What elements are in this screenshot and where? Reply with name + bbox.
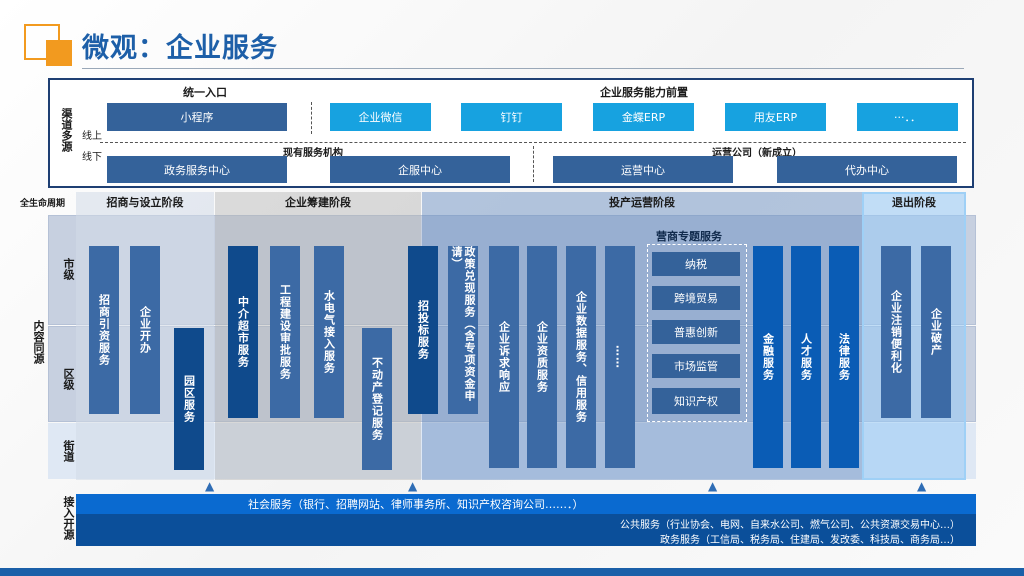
special-services-box — [647, 244, 747, 422]
channel-mini-program[interactable]: 小程序 — [107, 103, 287, 131]
service-intermediary-market[interactable]: 中介超市服务 — [228, 246, 258, 418]
service-enterprise-appeals[interactable]: 企业诉求响应 — [489, 246, 519, 468]
office-enterprise-service-center[interactable]: 企服中心 — [330, 156, 510, 183]
arrow-up-icon: ▲ — [205, 479, 215, 493]
public-gov-services-bar[interactable] — [76, 514, 976, 546]
office-gov-service-center[interactable]: 政务服务中心 — [107, 156, 287, 183]
service-deregistration[interactable]: 企业注销便利化 — [881, 246, 911, 418]
content-same-source-label: 内容同源 — [32, 320, 45, 364]
special-market-supervision[interactable]: 市场监管 — [652, 354, 740, 378]
social-services-text: 社会服务（银行、招聘网站、律师事务所、知识产权咨询公司……．） — [248, 498, 584, 511]
office-operation-center[interactable]: 运营中心 — [553, 156, 733, 183]
lifecycle-label: 全生命周期 — [20, 199, 66, 209]
channel-dingtalk[interactable]: 钉钉 — [461, 103, 562, 131]
arrow-up-icon: ▲ — [917, 479, 927, 493]
special-services-title: 营商专题服务 — [656, 230, 722, 243]
social-services-bar[interactable]: 社会服务（银行、招聘网站、律师事务所、知识产权咨询公司……．） — [76, 494, 976, 514]
title-divider — [82, 68, 964, 69]
service-business-startup[interactable]: 企业开办 — [130, 246, 160, 414]
arrow-up-icon: ▲ — [408, 479, 418, 493]
level-city: 市级 — [62, 258, 75, 280]
divider-dashed — [311, 102, 312, 134]
gov-services-text: 政务服务（工信局、税务局、住建局、发改委、科技局、商务局…） — [660, 535, 960, 546]
divider-dashed-horizontal — [100, 142, 966, 143]
level-street: 街道 — [62, 440, 75, 462]
service-policy-fulfillment[interactable]: 政策兑现服务（含专项资金申请） — [448, 246, 478, 414]
divider-dashed — [533, 146, 534, 182]
service-utilities-access[interactable]: 水电气接入服务 — [314, 246, 344, 418]
capability-front-label: 企业服务能力前置 — [600, 86, 688, 99]
online-label: 线上 — [82, 131, 102, 142]
phase-head-setup: 招商与设立阶段 — [106, 196, 184, 209]
level-district: 区级 — [62, 368, 75, 390]
office-agency-center[interactable]: 代办中心 — [777, 156, 957, 183]
arrow-up-icon: ▲ — [708, 479, 718, 493]
bottom-strip — [0, 568, 1024, 576]
special-cross-border-trade[interactable]: 跨境贸易 — [652, 286, 740, 310]
channel-kingdee-erp[interactable]: 金蝶ERP — [593, 103, 694, 131]
special-intellectual-property[interactable]: 知识产权 — [652, 388, 740, 414]
service-construction-approval[interactable]: 工程建设审批服务 — [270, 246, 300, 418]
phase-head-construction: 企业筹建阶段 — [285, 196, 351, 209]
service-real-estate-registration[interactable]: 不动产登记服务 — [362, 328, 392, 470]
channel-wecom[interactable]: 企业微信 — [330, 103, 431, 131]
service-data-credit[interactable]: 企业数据服务、信用服务 — [566, 246, 596, 468]
special-tax[interactable]: 纳税 — [652, 252, 740, 276]
page-title: 微观：企业服务 — [82, 33, 278, 64]
existing-org-label: 现有服务机构 — [283, 148, 343, 159]
service-bankruptcy[interactable]: 企业破产 — [921, 246, 951, 418]
channel-more[interactable]: ···．． — [857, 103, 958, 131]
service-more[interactable]: …… — [605, 246, 635, 468]
operator-label: 运营公司（新成立） — [712, 148, 802, 159]
public-services-text: 公共服务（行业协会、电网、自来水公司、燃气公司、公共资源交易中心…） — [620, 520, 960, 531]
service-talent[interactable]: 人才服务 — [791, 246, 821, 468]
unified-entry-label: 统一入口 — [183, 86, 227, 99]
service-bidding[interactable]: 招投标服务 — [408, 246, 438, 414]
phase-head-exit: 退出阶段 — [892, 196, 936, 209]
logo-square-filled — [46, 40, 72, 66]
channels-side-label: 渠道多源 — [60, 108, 73, 152]
service-finance[interactable]: 金融服务 — [753, 246, 783, 468]
phase-head-operation: 投产运营阶段 — [609, 196, 675, 209]
service-investment-attraction[interactable]: 招商引资服务 — [89, 246, 119, 414]
channel-yonyou-erp[interactable]: 用友ERP — [725, 103, 826, 131]
service-qualification[interactable]: 企业资质服务 — [527, 246, 557, 468]
service-park[interactable]: 园区服务 — [174, 328, 204, 470]
access-side-label: 接入开源 — [62, 496, 75, 540]
service-legal[interactable]: 法律服务 — [829, 246, 859, 468]
special-inclusive-innovation[interactable]: 普惠创新 — [652, 320, 740, 344]
offline-label: 线下 — [82, 152, 102, 163]
